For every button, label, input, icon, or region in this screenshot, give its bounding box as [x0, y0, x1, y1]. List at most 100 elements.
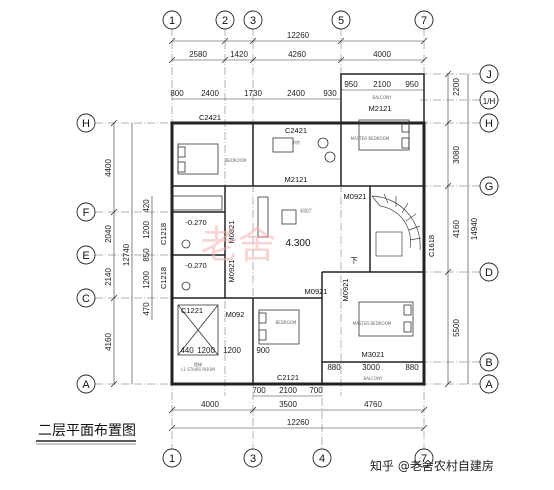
axis-left-A-circle [76, 374, 96, 394]
dim-right-a: 2200 [452, 78, 461, 96]
tag-c2421-b: C2421 [285, 126, 307, 135]
axis-right-A-circle [479, 374, 499, 394]
axis-bottom-1: 1 [169, 453, 175, 465]
dim-left2-b: 1200 [142, 221, 151, 239]
room-study: 书房 [292, 139, 300, 145]
axis-left-A: A [82, 379, 90, 391]
exterior-walls [170, 121, 426, 386]
axis-right-1-H-circle [479, 90, 499, 110]
dim-bal-c: 950 [405, 80, 419, 89]
tag-m0921-d: M0921 [227, 260, 236, 283]
dim-bot2-b: 2100 [279, 386, 297, 395]
dim-bot-c: 4760 [364, 400, 382, 409]
room-stair-left: 楼梯 [194, 361, 202, 367]
level-b: -0.270 [185, 261, 206, 270]
drawing-title: 二层平面布置图 [38, 423, 136, 439]
dim-bot-b: 3500 [279, 400, 297, 409]
axis-bottom-3: 3 [250, 453, 256, 465]
room-master-bottom: MASTER BEDROOM [353, 321, 392, 326]
dim-bot-total: 12260 [287, 418, 310, 427]
dim-in-a: 440 [180, 346, 194, 355]
dim-left2-c: 850 [142, 248, 151, 262]
axis-top-5-circle [331, 10, 351, 30]
axis-left-H-circle [76, 113, 96, 133]
axis-top-1-circle [162, 10, 182, 30]
axis-bottom-4: 4 [319, 453, 325, 465]
dim-top-c: 4260 [288, 50, 306, 59]
dim-right-b: 3080 [452, 146, 461, 164]
dim-in-b: 1200 [197, 346, 215, 355]
axis-bottom-1-circle [162, 448, 182, 468]
dim-top-d: 4000 [373, 50, 391, 59]
axis-bottom-3-circle [243, 448, 263, 468]
axis-right-H: H [485, 118, 493, 130]
level-c: 4.300 [285, 238, 310, 249]
dim-top2-a: 800 [170, 89, 184, 98]
axis-bottom-4-circle [312, 448, 332, 468]
tag-m3021: M3021 [362, 350, 385, 359]
room-bedroom-bottom: BEDROOM [276, 320, 297, 325]
tag-c1221: C1221 [181, 306, 203, 315]
dim-bot2-c: 700 [309, 386, 323, 395]
room-lounge: 起居厅 [300, 207, 312, 213]
dim-top-a: 2580 [189, 50, 207, 59]
axis-top-1: 1 [169, 15, 175, 27]
axis-right-G-circle [479, 176, 499, 196]
axis-right-D: D [485, 267, 493, 279]
room-stair-left-en: L1 STAIRS ROOM [181, 367, 215, 372]
tag-m2121-a: M2121 [285, 175, 308, 184]
tag-c2421-a: C2421 [199, 113, 221, 122]
dim-in2-c: 880 [405, 363, 419, 372]
dimension-lines [113, 40, 469, 429]
dim-left-total: 12740 [122, 243, 131, 266]
axis-left-C-circle [76, 288, 96, 308]
axis-left-F-circle [76, 202, 96, 222]
axis-left-E-circle [76, 245, 96, 265]
dim-top2-c: 1730 [244, 89, 262, 98]
dim-right-c: 4160 [452, 220, 461, 238]
axis-top-7-circle [414, 10, 434, 30]
dim-in-c: 1200 [223, 346, 241, 355]
dim-right-d: 5500 [452, 319, 461, 337]
axis-top-2-circle [215, 10, 235, 30]
source-watermark: 知乎 @老舍农村自建房 [370, 458, 494, 473]
tag-c1618: C1618 [427, 235, 436, 257]
axis-right-D-circle [479, 262, 499, 282]
dim-left2-a: 420 [142, 199, 151, 213]
room-balcony-bottom: BALCONY [363, 376, 383, 381]
tag-m2121-top: M2121 [369, 104, 392, 113]
spiral-stair [371, 193, 422, 257]
dim-left2-e: 470 [142, 302, 151, 316]
interior-walls [172, 73, 425, 384]
dim-top2-b: 2400 [201, 89, 219, 98]
dim-top-total: 12260 [287, 31, 310, 40]
tag-m0921-c: M0921 [341, 279, 350, 302]
room-bedroom-left: BEDROOM [226, 158, 247, 163]
axis-right-1-H: 1/H [483, 97, 496, 106]
dim-in-d: 900 [256, 346, 270, 355]
dim-left2-d: 1200 [142, 271, 151, 289]
ghost-watermark: 老舍 [200, 223, 276, 267]
axis-left-F: F [83, 207, 90, 219]
dim-left-a: 4400 [104, 159, 113, 177]
axis-top-7: 7 [421, 15, 427, 27]
axis-top-5: 5 [338, 15, 344, 27]
dim-left-c: 2140 [104, 268, 113, 286]
dim-bal-a: 950 [344, 80, 358, 89]
tag-m0921-b: M0921 [305, 287, 328, 296]
axis-top-3-circle [243, 10, 263, 30]
dim-in2-b: 3000 [362, 363, 380, 372]
stair-down: 下 [350, 256, 358, 265]
axis-right-G: G [485, 181, 494, 193]
tag-m0921-a: M0921 [344, 192, 367, 201]
dim-in2-a: 880 [327, 363, 341, 372]
axis-top-3: 3 [250, 15, 256, 27]
level-a: -0.270 [185, 218, 206, 227]
dim-right-total: 14940 [470, 217, 479, 240]
dim-bot-a: 4000 [201, 400, 219, 409]
axis-top-2: 2 [222, 15, 228, 27]
tag-c2121: C2121 [277, 373, 299, 382]
dim-bal-b: 2100 [373, 80, 391, 89]
